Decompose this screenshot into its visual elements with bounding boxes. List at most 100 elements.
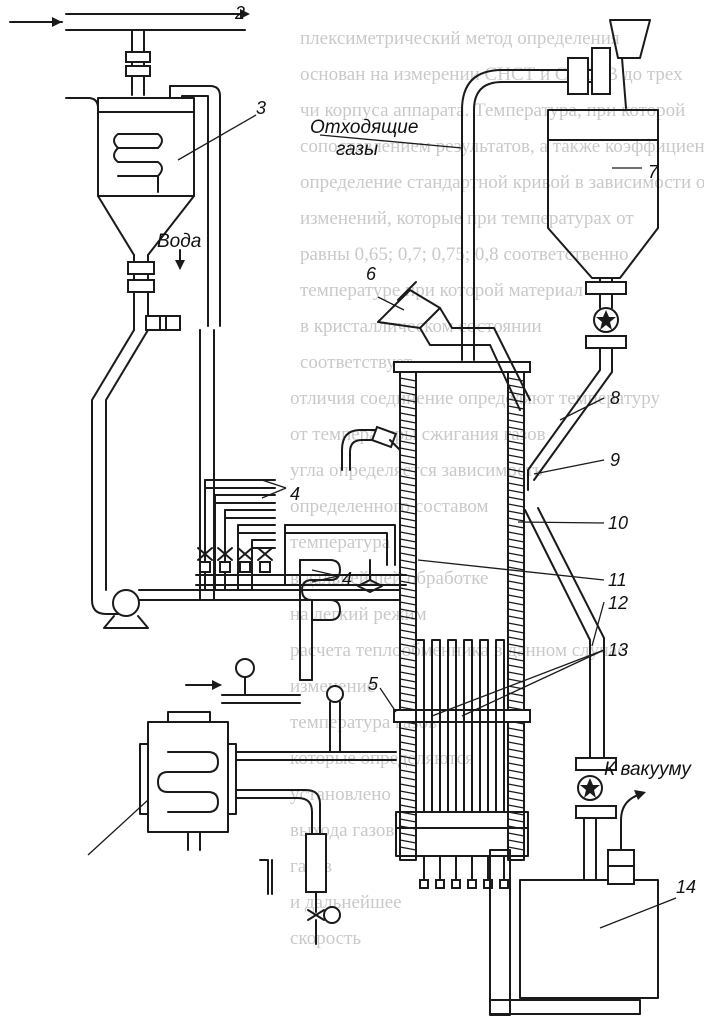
bottom-leg-cap	[435, 879, 445, 889]
coil-mark	[507, 419, 525, 424]
coil-mark	[507, 741, 525, 746]
water-label: Вода	[157, 231, 201, 252]
coil-mark	[507, 594, 525, 599]
bottom-pipework	[235, 685, 344, 945]
coil-mark	[399, 769, 417, 774]
valve-body	[239, 561, 251, 573]
coil-mark	[507, 629, 525, 634]
coil-mark	[399, 384, 417, 389]
coil-mark	[399, 594, 417, 599]
sampler	[341, 425, 401, 471]
coil-mark	[507, 496, 525, 501]
coil-mark	[399, 426, 417, 431]
background-text-line: и дальнейшее	[290, 892, 402, 913]
coil-mark	[399, 573, 417, 578]
coil-mark	[399, 524, 417, 529]
coil-mark	[507, 531, 525, 536]
coil-mark	[399, 503, 417, 508]
background-text-line: скорость	[290, 928, 361, 949]
coil-mark	[399, 475, 417, 480]
coil-mark	[507, 608, 525, 613]
label-5: 5	[368, 674, 379, 694]
coil-mark	[507, 573, 525, 578]
label-4a: 4	[290, 484, 300, 504]
coil-mark	[399, 727, 417, 732]
coil-mark	[507, 440, 525, 445]
leader-lines	[177, 114, 677, 929]
coil-mark	[507, 657, 525, 662]
background-text-line: отличия соединение определяют температур…	[290, 388, 661, 409]
coil-mark	[507, 489, 525, 494]
bottom-leg-cap	[451, 879, 461, 889]
coil-mark	[399, 650, 417, 655]
coil-mark	[507, 769, 525, 774]
label-8: 8	[610, 388, 620, 408]
separator-3	[65, 85, 221, 331]
inner-tube	[479, 639, 489, 813]
coil-mark	[399, 377, 417, 382]
coil-mark	[399, 433, 417, 438]
feed-pipe	[9, 9, 250, 96]
coil-mark	[399, 699, 417, 704]
coil-mark	[399, 580, 417, 585]
valve	[237, 547, 253, 561]
inner-tube	[447, 639, 457, 813]
gauge-left	[185, 658, 301, 704]
label-2: 2	[234, 3, 245, 23]
coil-mark	[399, 496, 417, 501]
coil-mark	[399, 671, 417, 676]
coil-mark	[507, 405, 525, 410]
coil-mark	[399, 440, 417, 445]
label-4b: 4	[342, 569, 352, 589]
coil-mark	[399, 678, 417, 683]
coil-mark	[399, 601, 417, 606]
background-text-line: на легкий режим	[290, 604, 427, 625]
bottom-leg-cap	[419, 879, 429, 889]
coil-mark	[507, 783, 525, 788]
background-text-line: расчета теплообменника в данном случае	[290, 640, 626, 661]
valve	[197, 547, 213, 561]
coil-mark	[399, 776, 417, 781]
label-10: 10	[608, 513, 628, 533]
coil-mark	[507, 510, 525, 515]
receiver-14	[489, 790, 659, 1016]
coil-mark	[399, 818, 417, 823]
background-text-line: плексиметрический метод определения	[300, 28, 620, 49]
background-text-line: сопоставлением результатов, а также коэф…	[300, 136, 704, 157]
coil-mark	[399, 405, 417, 410]
label-7: 7	[648, 162, 659, 182]
offgas-line	[461, 47, 611, 361]
coil-mark	[399, 552, 417, 557]
cyclone-7	[547, 19, 659, 349]
coil-mark	[507, 671, 525, 676]
background-text-line: равны 0,65; 0,7; 0,75; 0,8 соответственн…	[300, 244, 629, 265]
coil-mark	[399, 790, 417, 795]
coil-mark	[399, 643, 417, 648]
coil-mark	[399, 608, 417, 613]
coil-mark	[399, 692, 417, 697]
coil-mark	[507, 377, 525, 382]
coil-mark	[399, 566, 417, 571]
coil-mark	[507, 552, 525, 557]
text-labels: Отходящие газы Вода К вакууму 2 3 4 4 5 …	[157, 3, 696, 897]
coil-mark	[399, 832, 417, 837]
coil-mark	[507, 447, 525, 452]
coil-mark	[507, 664, 525, 669]
coil-mark	[507, 727, 525, 732]
background-text-line: определение стандартной кривой в зависим…	[300, 172, 704, 193]
coil-mark	[507, 412, 525, 417]
inner-tube	[463, 639, 473, 813]
coil-mark	[507, 587, 525, 592]
background-text-line: чи корпуса аппарата. Температура, при ко…	[300, 100, 685, 121]
coil-mark	[399, 657, 417, 662]
heat-exchanger	[87, 711, 397, 856]
reactor-column	[393, 361, 531, 889]
label-3: 3	[256, 98, 266, 118]
label-9: 9	[610, 450, 620, 470]
coil-mark	[399, 391, 417, 396]
coil-mark	[399, 517, 417, 522]
valve	[257, 547, 273, 561]
coil-mark	[507, 734, 525, 739]
label-12: 12	[608, 593, 628, 613]
valve	[217, 547, 233, 561]
